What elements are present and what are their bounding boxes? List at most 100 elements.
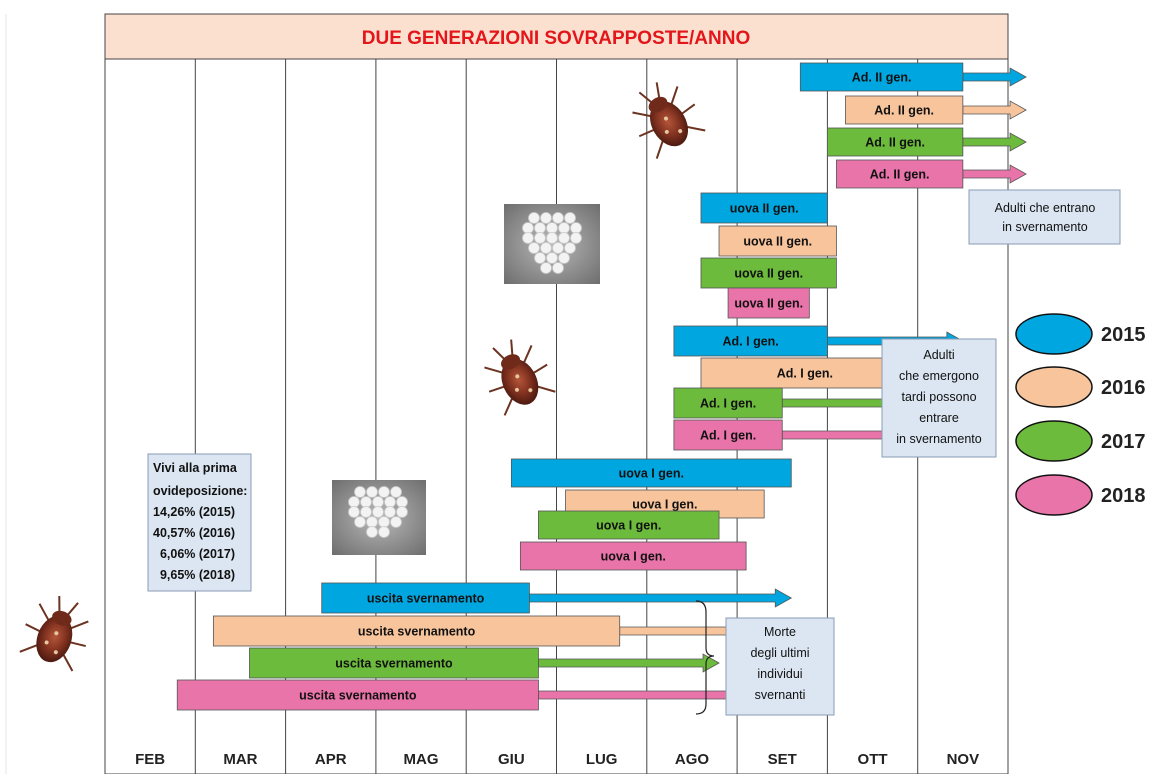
phase-bar-2015: uscita svernamento	[321, 582, 793, 614]
note-line: Adulti che entrano	[995, 201, 1096, 215]
egg	[546, 252, 558, 264]
phase-bar-label: Ad. I gen.	[777, 367, 833, 381]
phase-bar-rect	[727, 287, 810, 319]
egg	[372, 506, 384, 518]
legend-item-2015: 2015	[1015, 313, 1146, 355]
month-label: GIU	[498, 751, 525, 768]
phase-bar-label: uova I gen.	[619, 467, 684, 481]
phase-bar-rect	[321, 582, 530, 614]
phase-bar-label: Ad. I gen.	[700, 397, 756, 411]
egg	[528, 242, 540, 254]
phase-bar-2017: uova II gen.	[700, 257, 837, 289]
phase-bar-rect	[836, 159, 964, 189]
egg	[540, 242, 552, 254]
stink-bug-photo	[19, 595, 89, 672]
egg	[564, 212, 576, 224]
phase-bar-label: uscita svernamento	[358, 625, 476, 639]
stink-bug-photo	[632, 82, 706, 159]
egg	[378, 526, 390, 538]
month-label: LUG	[586, 751, 618, 768]
phase-bar-2016: uscita svernamento	[212, 615, 766, 647]
legend: 2015 2016 2017 2018	[1015, 313, 1146, 516]
brace-bracket	[695, 600, 715, 715]
phase-bar-2016: Ad. II gen.	[845, 95, 1027, 125]
egg	[366, 486, 378, 498]
note-line: Vivi alla prima	[153, 461, 238, 475]
egg	[384, 496, 396, 508]
month-label: MAG	[404, 751, 439, 768]
note-line: che emergono	[899, 369, 979, 383]
egg	[564, 242, 576, 254]
note-line: 14,26% (2015)	[153, 505, 235, 519]
egg-mass-photo	[332, 480, 426, 555]
egg	[366, 516, 378, 528]
note-line: Morte	[764, 625, 796, 639]
phase-bar-rect	[700, 257, 837, 289]
egg	[384, 506, 396, 518]
egg	[372, 496, 384, 508]
month-label: APR	[315, 751, 347, 768]
month-label: NOV	[947, 751, 980, 768]
phase-bar-label: uova I gen.	[596, 519, 661, 533]
egg	[396, 506, 408, 518]
phase-bar-2018: Ad. II gen.	[836, 159, 1027, 189]
egg-mass-photo	[504, 204, 600, 284]
egg	[360, 506, 372, 518]
phase-bar-rect	[212, 615, 621, 647]
phase-bar-rect	[827, 127, 964, 157]
phase-bar-2018: uova II gen.	[727, 287, 810, 319]
note-line: in svernamento	[1002, 220, 1088, 234]
egg	[534, 222, 546, 234]
legend-label: 2016	[1101, 377, 1146, 399]
legend-swatch	[1015, 474, 1093, 516]
note-line: entrare	[919, 411, 959, 425]
phase-bar-label: Ad. II gen.	[865, 136, 925, 150]
continuation-arrow	[529, 588, 793, 608]
phase-bar-2018: uova I gen.	[519, 541, 747, 571]
month-label: AGO	[675, 751, 710, 768]
legend-item-2017: 2017	[1015, 420, 1146, 462]
egg	[390, 486, 402, 498]
egg	[540, 262, 552, 274]
phase-bar-rect	[176, 679, 539, 711]
phase-bar-2017: Ad. II gen.	[827, 127, 1027, 157]
note-adulti-entrano: Adulti che entrano in svernamento	[968, 189, 1121, 245]
phase-bar-label: Ad. I gen.	[723, 335, 779, 349]
egg	[360, 496, 372, 508]
egg	[552, 262, 564, 274]
egg	[522, 222, 534, 234]
phase-bar-label: Ad. II gen.	[870, 168, 930, 182]
stink-bug-photo	[484, 339, 556, 416]
phase-bar-2017: uova I gen.	[538, 510, 720, 540]
continuation-arrow	[538, 653, 720, 673]
egg	[348, 496, 360, 508]
egg	[396, 496, 408, 508]
phase-bar-label: uova II gen.	[734, 267, 803, 281]
egg	[522, 232, 534, 244]
legend-label: 2018	[1101, 485, 1146, 507]
egg	[534, 252, 546, 264]
egg	[546, 232, 558, 244]
phase-bar-2016: uova II gen.	[718, 225, 837, 257]
note-line: individui	[757, 667, 802, 681]
phase-bar-label: uscita svernamento	[299, 689, 417, 703]
phase-bar-2015: uova II gen.	[700, 192, 828, 224]
continuation-arrow	[962, 164, 1027, 184]
phase-bar-rect	[718, 225, 837, 257]
phase-bar-2017: uscita svernamento	[249, 647, 720, 679]
phase-bar-label: uova II gen.	[730, 202, 799, 216]
egg	[552, 212, 564, 224]
phase-bar-label: uova II gen.	[743, 235, 812, 249]
bars-layer: Ad. II gen.Ad. II gen.Ad. II gen.Ad. II …	[176, 62, 1027, 711]
egg	[528, 212, 540, 224]
phase-bar-label: uova II gen.	[734, 297, 803, 311]
phase-bar-rect	[700, 192, 828, 224]
phase-bar-2015: Ad. II gen.	[799, 62, 1027, 92]
legend-swatch	[1015, 366, 1093, 408]
phase-bar-2018: uscita svernamento	[176, 679, 756, 711]
legend-item-2018: 2018	[1015, 474, 1146, 516]
phase-bar-rect	[538, 510, 720, 540]
continuation-arrow	[962, 67, 1027, 87]
phase-bar-label: Ad. I gen.	[700, 429, 756, 443]
note-line: degli ultimi	[750, 646, 809, 660]
